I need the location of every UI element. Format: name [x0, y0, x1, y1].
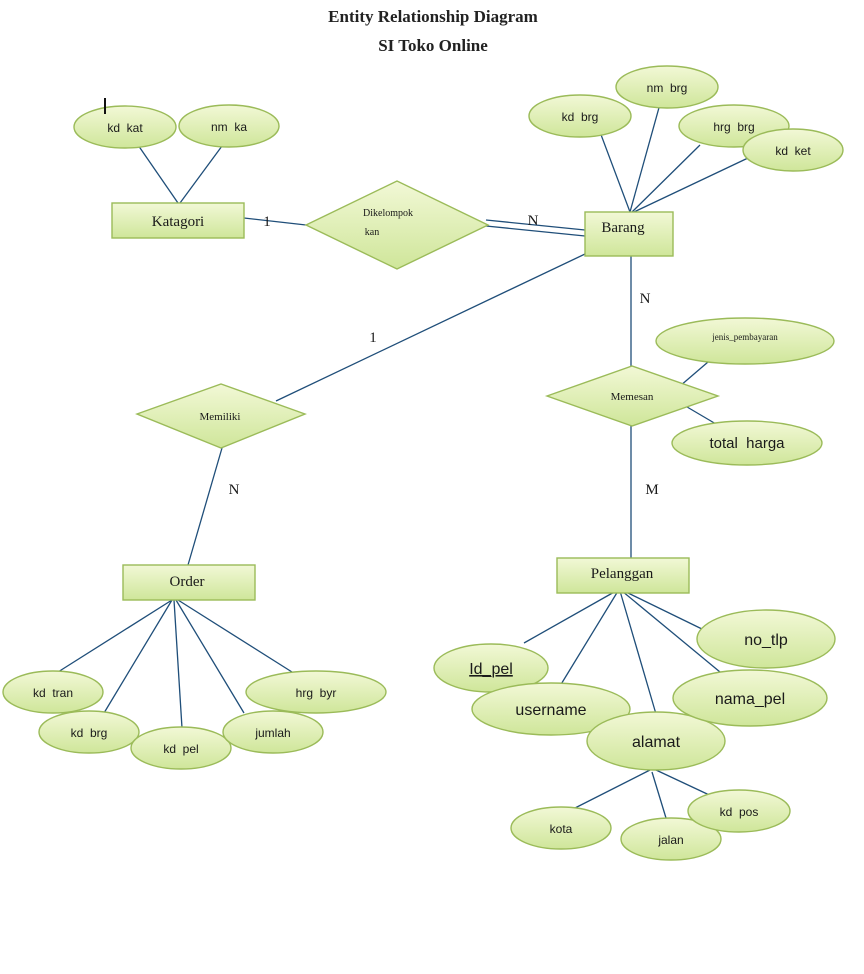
line-kdkat-katagori [137, 144, 179, 204]
attr-alamat: alamat [586, 711, 726, 771]
relationship-memesan-label: Memesan [611, 391, 654, 403]
attr-nm-brg: nm brg [615, 65, 719, 109]
attr-kd-kat: kd kat [73, 105, 177, 149]
relationship-memiliki-label: Memiliki [200, 411, 241, 423]
line-nmbrg-barang [629, 103, 661, 213]
line-memesan-jenis [679, 361, 709, 387]
line-memiliki-order [187, 447, 223, 566]
attr-kd-brg-order: kd brg [38, 710, 140, 754]
diagram-title-line1: Entity Relationship Diagram [328, 7, 538, 26]
line-pelanggan-notlp [623, 590, 705, 631]
line-order-kdtran [57, 599, 173, 673]
line-alamat-kota [574, 769, 651, 809]
relationship-memiliki: Memiliki [135, 383, 307, 449]
attr-no-tlp-label: no_tlp [744, 632, 788, 649]
attr-nama-pel-label: nama_pel [715, 691, 785, 708]
attr-hrg-byr-label: hrg byr [296, 686, 337, 700]
attr-jenis-pembayaran-label: jenis_pembayaran [711, 332, 778, 342]
attr-kd-tran-label: kd tran [33, 686, 73, 700]
attr-kd-pos: kd pos [687, 789, 791, 833]
line-order-kdbrg [103, 599, 173, 714]
attr-no-tlp: no_tlp [696, 609, 836, 669]
attr-kd-pos-label: kd pos [720, 805, 759, 819]
cardinality-barang-memesan: N [640, 291, 651, 307]
attr-jalan-label: jalan [657, 833, 683, 847]
relationship-dikelompokkan-label-1: Dikelompok [363, 208, 413, 219]
line-order-jumlah [175, 599, 245, 714]
attr-kota-label: kota [550, 822, 573, 836]
line-order-kdpel [173, 599, 183, 729]
diagram-title-line2: SI Toko Online [378, 36, 488, 55]
attr-kd-brg-order-label: kd brg [71, 726, 108, 740]
line-barang-memiliki [275, 253, 586, 402]
attr-kd-pel-label: kd pel [163, 742, 198, 756]
line-kdket-barang [633, 157, 749, 213]
attr-hrg-brg-label: hrg brg [713, 120, 754, 134]
attr-id-pel: Id_pel [433, 643, 549, 693]
attr-total-harga-label: total harga [709, 435, 785, 452]
attr-kd-ket-label: kd ket [775, 144, 811, 158]
cardinality-dikelompok-barang: N [528, 213, 539, 229]
text-cursor-mark [104, 98, 106, 114]
line-pelanggan-namapel [621, 590, 721, 673]
line-nmka-katagori [179, 145, 223, 204]
entity-barang-label: Barang [601, 220, 645, 236]
attr-username: username [471, 682, 631, 736]
entity-order-label: Order [170, 574, 205, 590]
connector-lines [57, 103, 749, 819]
attr-kota: kota [510, 806, 612, 850]
relationship-dikelompokkan-label-2: kan [365, 227, 379, 238]
line-order-hrgbyr [177, 599, 293, 673]
entity-katagori: Katagori [111, 202, 245, 239]
attr-kd-kat-label: kd kat [107, 121, 143, 135]
attr-alamat-label: alamat [632, 734, 681, 751]
attr-nama-pel: nama_pel [672, 669, 828, 727]
cardinality-memiliki-order: N [229, 482, 240, 498]
attr-jenis-pembayaran: jenis_pembayaran [655, 317, 835, 365]
cardinality-katagori-dikelompok: 1 [263, 214, 271, 230]
line-kdbrg-barang [599, 131, 631, 213]
attr-username-label: username [515, 702, 586, 719]
line-dikelompok-barang-b [485, 225, 586, 237]
attr-total-harga: total harga [671, 420, 823, 466]
line-hrgbrg-barang [631, 144, 701, 213]
relationship-memesan: Memesan [544, 365, 721, 427]
line-pelanggan-alamat [619, 590, 657, 715]
entity-order: Order [122, 564, 256, 601]
line-alamat-jalan [651, 771, 667, 819]
relationship-dikelompokkan: Dikelompok kan [304, 180, 490, 270]
entity-pelanggan-label: Pelanggan [591, 566, 654, 582]
line-memesan-total [681, 403, 717, 425]
attr-jumlah: jumlah [222, 710, 324, 754]
line-dikelompok-barang-a [485, 219, 586, 231]
entity-katagori-label: Katagori [152, 214, 204, 230]
attr-nm-brg-label: nm brg [647, 81, 688, 95]
line-pelanggan-idpel [523, 590, 617, 644]
line-pelanggan-username [559, 590, 619, 687]
attr-nm-ka-label: nm ka [211, 120, 247, 134]
attr-jalan: jalan [620, 817, 722, 861]
attr-kd-ket: kd ket [742, 128, 844, 172]
attr-kd-brg-barang: kd brg [528, 94, 632, 138]
cardinality-barang-memiliki: 1 [369, 330, 377, 346]
entity-barang: Barang [584, 211, 674, 257]
attr-id-pel-label: Id_pel [469, 661, 513, 678]
attr-hrg-byr: hrg byr [245, 670, 387, 714]
attr-nm-ka: nm ka [178, 104, 280, 148]
attr-jumlah-label: jumlah [254, 726, 290, 740]
attr-kd-tran: kd tran [2, 670, 104, 714]
entity-pelanggan: Pelanggan [556, 557, 690, 594]
line-katagori-dikelompok [243, 217, 307, 226]
attr-kd-pel: kd pel [130, 726, 232, 770]
attr-kd-brg-barang-label: kd brg [562, 110, 599, 124]
cardinality-memesan-pelanggan: M [645, 482, 658, 498]
